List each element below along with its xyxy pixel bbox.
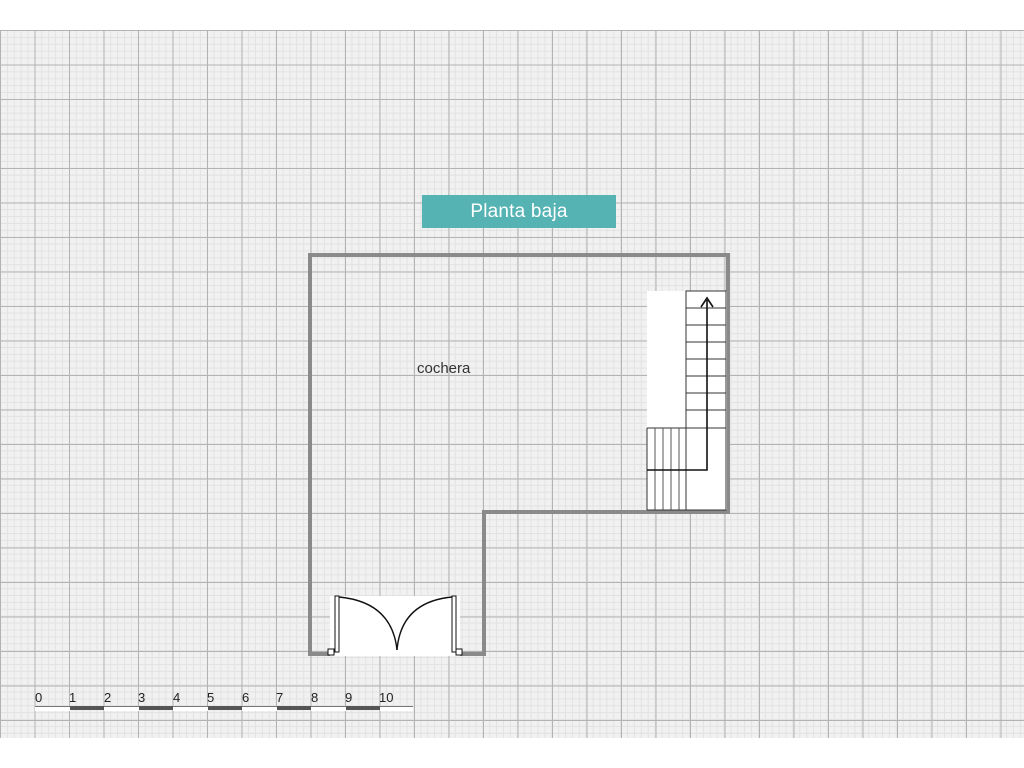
floor-title-text: Planta baja [470,200,568,222]
exterior-walls [308,253,730,656]
scale-segment-dark [69,706,104,710]
scale-segment-light [380,706,413,711]
scale-tick-label: 10 [379,690,394,705]
scale-tick-label: 3 [138,690,146,705]
scale-segment-dark [345,706,380,710]
scale-segment-light [35,706,70,711]
grid-background [0,30,1024,738]
floor-title: Planta baja [422,195,616,228]
scale-segment-light [311,706,346,711]
scale-tick-label: 1 [69,690,77,705]
scale-tick-label: 9 [345,690,353,705]
scale-tick-label: 0 [35,690,43,705]
up-arrow-icon [700,296,714,308]
scale-tick-label: 2 [104,690,112,705]
scale-segment-dark [138,706,173,710]
scale-tick-label: 7 [276,690,284,705]
scale-tick-label: 6 [242,690,250,705]
scale-tick-label: 8 [311,690,319,705]
stair-walking-line [647,300,708,471]
scale-segment-dark [276,706,311,710]
scale-segment-light [242,706,277,711]
double-door-icon [327,595,463,656]
scale-tick-label: 4 [173,690,181,705]
scale-segment-light [104,706,139,711]
staircase-icon [646,290,727,511]
room-label-cochera: cochera [417,360,471,377]
scale-bar: 0 1 2 3 4 5 6 7 8 9 10 [35,690,415,720]
scale-tick-label: 5 [207,690,215,705]
scale-segment-dark [207,706,242,710]
scale-segment-light [173,706,208,711]
